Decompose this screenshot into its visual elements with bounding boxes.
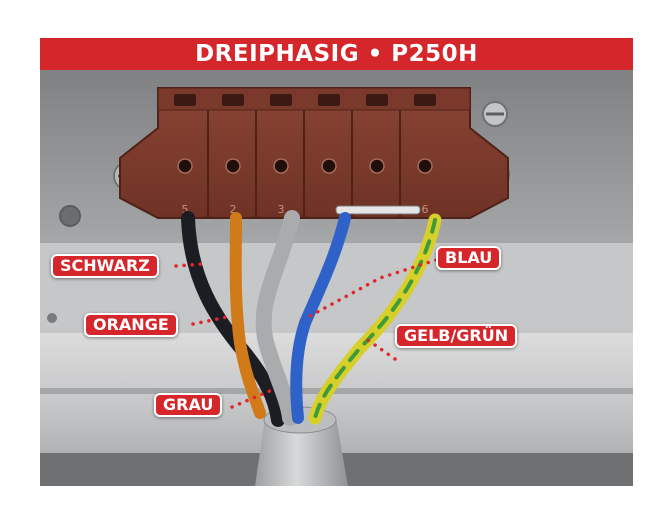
label-grau: GRAU [154,393,223,417]
title-banner: DREIPHASIG • P250H [40,38,633,70]
page-title: DREIPHASIG • P250H [195,41,478,67]
label-blau: BLAU [436,246,502,270]
label-orange: ORANGE [84,313,178,337]
label-schwarz: SCHWARZ [51,254,159,278]
terminal-number-6: 6 [422,203,429,216]
terminal-number-1: 5 [182,203,189,216]
terminal-block: 5 2 3 6 [119,87,509,219]
terminal-number-2: 2 [230,203,237,216]
photo-frame: 5 2 3 6 [40,38,633,486]
wire-grey [255,210,300,426]
wiring-photo: 5 2 3 6 [40,68,633,486]
leader-lines [174,258,438,409]
wire-blue [290,212,351,424]
mounting-screw-right-top [482,101,508,127]
terminal-number-3: 3 [278,203,285,216]
wire-orange [229,212,266,419]
label-gelb-gruen: GELB/GRÜN [395,324,518,348]
